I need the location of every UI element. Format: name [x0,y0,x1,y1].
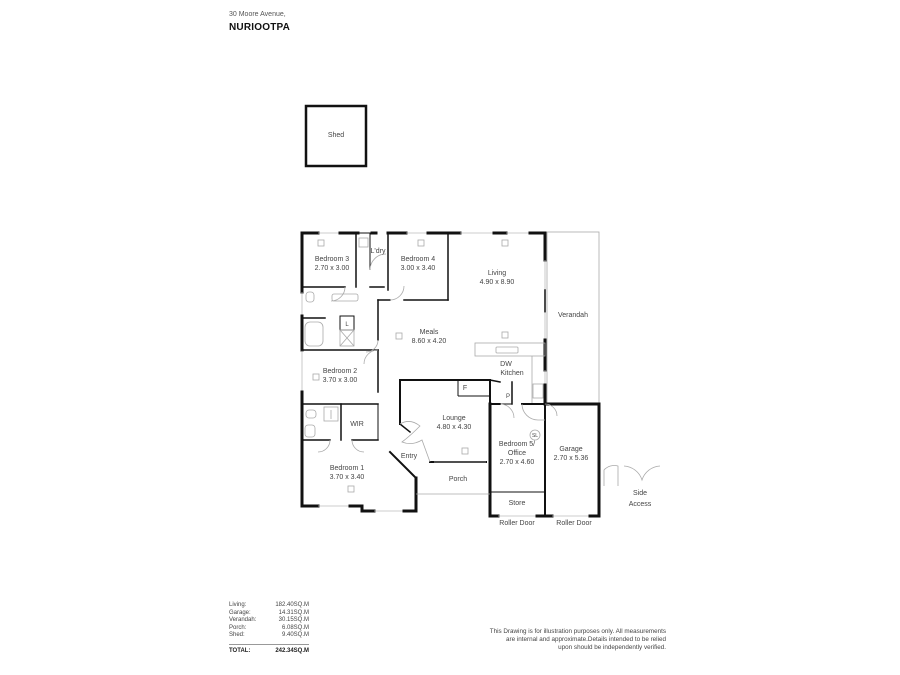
total-label: TOTAL: [229,647,251,654]
suburb-title: NURIOOTPA [229,22,291,33]
disclaimer-line: upon should be independently verified. [558,644,666,651]
area-value: 6.08SQ.M [281,624,309,631]
area-value: 9.40SQ.M [281,632,309,639]
roller-door-2: Roller Door [556,520,592,527]
bedroom1-name: Bedroom 1 [330,465,364,472]
garage-dims: 2.70 x 5.36 [554,455,589,462]
bedroom4-dims: 3.00 x 3.40 [401,265,436,272]
bedroom3-name: Bedroom 3 [315,256,349,263]
entry-name: Entry [401,453,418,460]
area-row-shed: Shed: 9.40SQ.M [229,632,309,640]
area-row-living: Living: 182.40SQ.M [229,602,309,610]
living-name: Living [488,270,506,277]
disclaimer-line: are internal and approximate.Details int… [506,636,666,643]
area-label: Porch: [229,624,247,631]
house-walls [300,231,547,513]
area-value: 182.40SQ.M [275,602,309,608]
kitchen-name: Kitchen [500,370,523,377]
area-value: 30.15SQ.M [278,617,309,624]
area-value: 14.31SQ.M [278,609,309,616]
area-label: Shed: [229,632,245,639]
area-label: Living: [229,602,247,608]
bedroom5-name2: Office [508,450,526,457]
bedroom5-dims: 2.70 x 4.60 [500,459,535,466]
bedroom4-name: Bedroom 4 [401,256,435,263]
porch-name: Porch [449,476,467,483]
bedroom5-name: Bedroom 5/ [499,441,535,448]
area-row-verandah: Verandah: 30.15SQ.M [229,617,309,625]
laundry-name: L'dry [371,248,386,255]
doors [317,253,661,486]
area-row-garage: Garage: 14.31SQ.M [229,610,309,618]
bedroom2-name: Bedroom 2 [323,368,357,375]
area-label: Verandah: [229,617,257,624]
side-access-2: Access [629,501,652,508]
interior-walls: L WIR F P [301,232,601,518]
address-line: 30 Moore Avenue, [229,11,286,18]
shed-label: Shed [328,132,344,139]
store-name: Store [509,500,526,507]
side-access-1: Side [633,490,647,497]
meals-dims: 8.60 x 4.20 [412,338,447,345]
shed: Shed [304,104,368,168]
smoke-alarm-label: SL [532,433,538,439]
linen-label: L [345,322,349,328]
lounge-dims: 4.80 x 4.30 [437,424,472,431]
room-labels: Bedroom 3 2.70 x 3.00 L'dry Bedroom 4 3.… [315,248,652,527]
verandah: Verandah [546,231,600,405]
living-dims: 4.90 x 8.90 [480,279,515,286]
bedroom2-dims: 3.70 x 3.00 [323,377,358,384]
meals-name: Meals [420,329,439,336]
bedroom3-dims: 2.70 x 3.00 [315,265,350,272]
bedroom1-dims: 3.70 x 3.40 [330,474,365,481]
kitchen-dw: DW [500,361,512,368]
disclaimer-line: This Drawing is for illustration purpose… [489,628,666,635]
disclaimer: This Drawing is for illustration purpose… [470,628,666,652]
roller-door-1: Roller Door [499,520,535,527]
garage-name: Garage [559,446,582,453]
wir-label: WIR [350,421,364,428]
verandah-label: Verandah [558,312,588,319]
lounge-name: Lounge [442,415,465,422]
area-summary: Living: 182.40SQ.M Garage: 14.31SQ.M Veran… [229,602,309,656]
light-markers [312,239,509,493]
area-row-porch: Porch: 6.08SQ.M [229,625,309,633]
total-value: 242.34SQ.M [275,647,309,654]
area-row-total: TOTAL: 242.34SQ.M [229,648,309,656]
area-label: Garage: [229,609,251,616]
pantry-label: P [506,394,510,400]
divider [229,643,309,645]
fridge-label: F [463,385,467,392]
